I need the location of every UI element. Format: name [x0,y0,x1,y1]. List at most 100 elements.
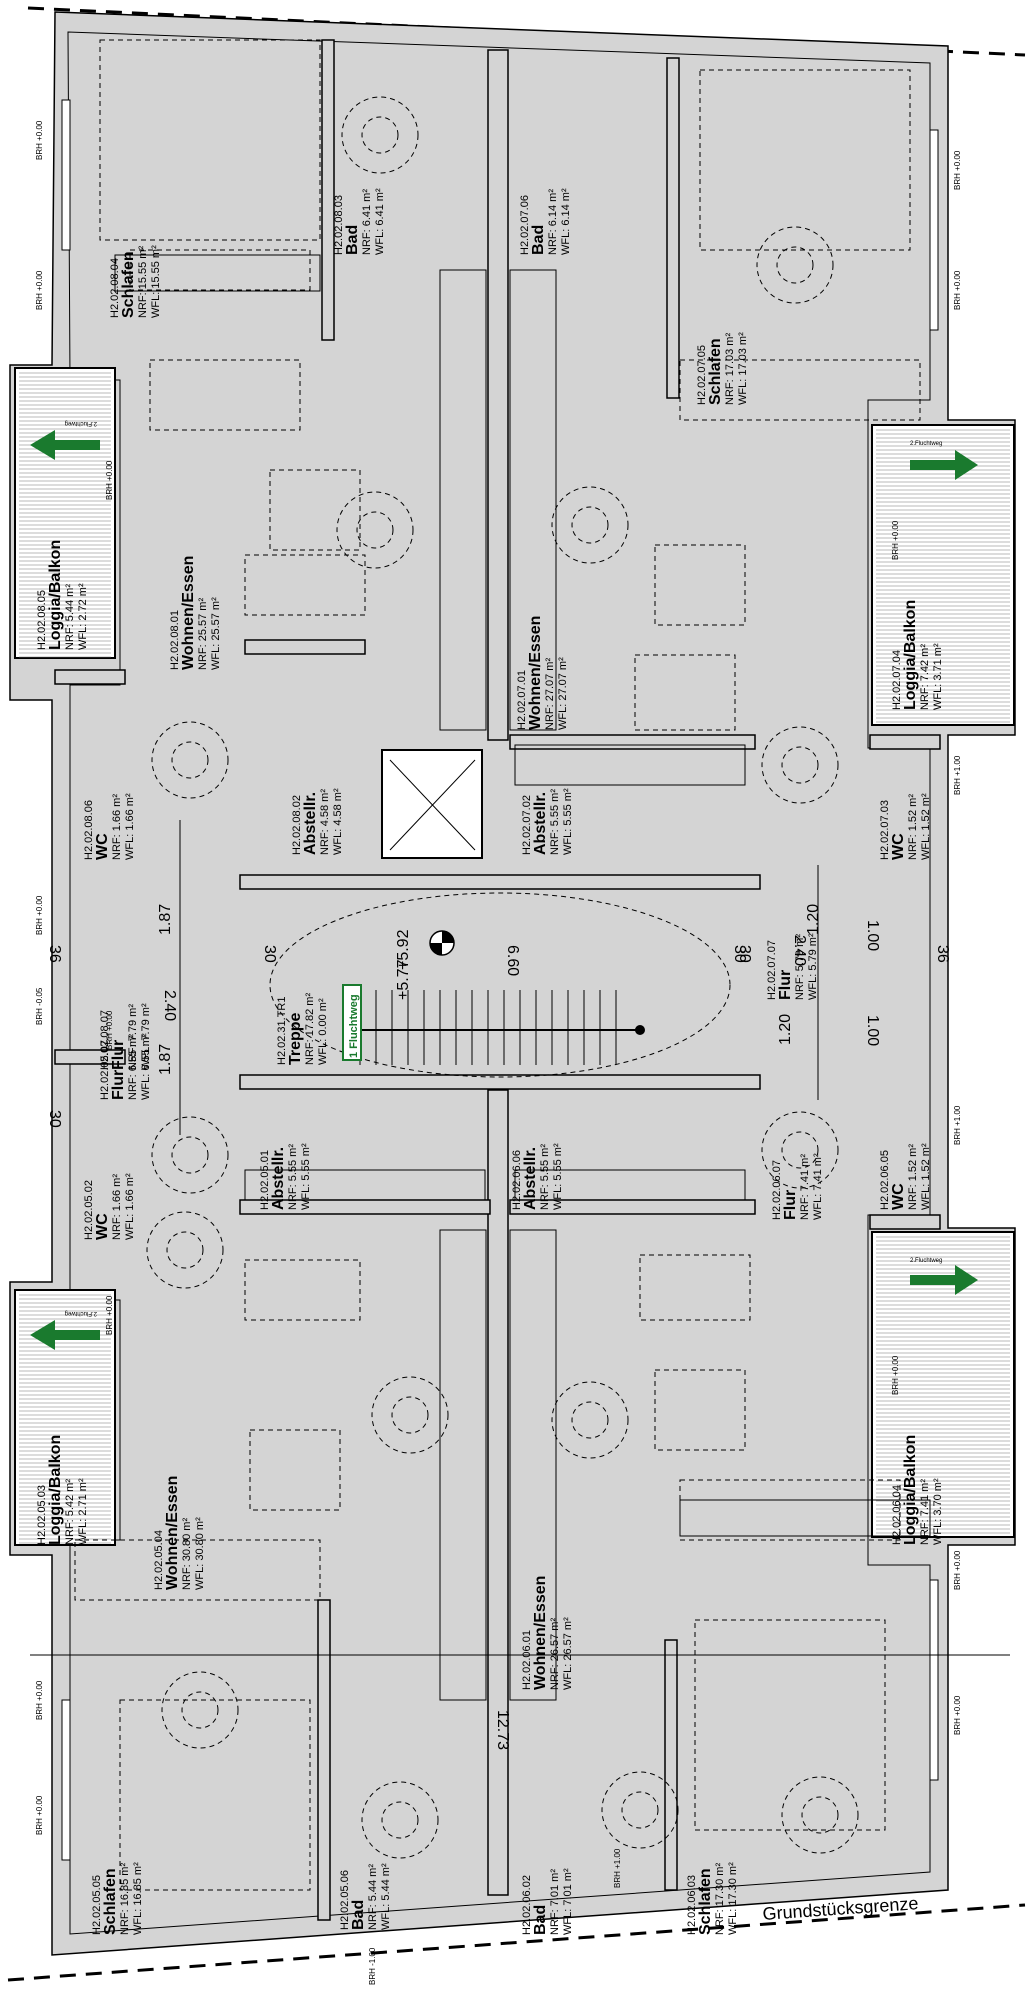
room-name: Schlafen [697,1868,714,1935]
room-id: H2.02.07.07 [766,940,778,1000]
brh-label: BRH +0.00 [35,1680,44,1720]
room-wfl: WFL: 0.00 m² [317,998,329,1065]
fixture-icon [171,741,209,779]
kitchen-counter-strips [114,254,931,1701]
wall-bath-bottom-left [317,1599,331,1921]
wall-bath-bottom-right [664,1639,678,1891]
room-name: Loggia/Balkon [902,600,919,710]
room-name: WC [94,833,111,860]
room-name: Schlafen [707,338,724,405]
turning-circle [336,491,414,569]
room-id: H2.02.07.03 [879,800,891,860]
room-id: H2.02.06.03 [686,1875,698,1935]
brh-label: BRH -0.05 [35,987,44,1025]
level-marker-fill [430,931,454,955]
turning-circle [551,486,629,564]
wall-bath-top-left [321,39,335,341]
room-nrf: NRF: 7.41 m² [919,1479,931,1545]
room-nrf: NRF: 16.85 m² [119,1863,131,1935]
room-id: H2.02.05.06 [339,1870,351,1930]
room-id: H2.02.05.03 [36,1485,48,1545]
room-name: Wohnen/Essen [532,1576,549,1690]
room-id: H2.02.06.02 [521,1875,533,1935]
room-id: H2.02.06.05 [879,1150,891,1210]
room-wfl: WFL: 1.52 m² [920,1143,932,1210]
room-name: Wohnen/Essen [527,616,544,730]
wall-wc-right-top [869,734,941,750]
room-name: Bad [350,1900,367,1930]
escape-small-4: 2.Fluchtweg [910,1258,942,1264]
room-id: H2.02.05.05 [91,1875,103,1935]
fixture-icon [381,1801,419,1839]
room-nrf: NRF: 1.66 m² [111,1174,123,1240]
property-line-bottom [7,1903,1026,1982]
brh-label: BRH +0.00 [35,895,44,935]
arrow-icon [910,1265,978,1295]
room-nrf: NRF: 7.01 m² [549,1869,561,1935]
room-wfl: WFL: 26.57 m² [562,1617,574,1690]
wall-core-top [239,874,761,890]
room-nrf: NRF: 6.41 m² [361,189,373,255]
room-id: H2.02.08.07 [99,1010,111,1070]
fixture-icon [171,1136,209,1174]
turning-circle [601,1771,679,1849]
room-wfl: WFL: 5.55 m² [552,1143,564,1210]
dimension-label: 12.73 [494,1710,511,1750]
fixture-icon [391,1396,429,1434]
turning-circle [371,1376,449,1454]
brh-label: BRH +0.00 [953,150,962,190]
escape-small-3: 2.Fluchtweg [65,1310,97,1316]
room-nrf: NRF: 1.66 m² [111,794,123,860]
dimension-label: +5.77 [395,959,412,1000]
room-wfl: WFL: 3.71 m² [932,643,944,710]
brh-label: BRH +1.00 [613,1848,622,1888]
room-nrf: NRF: 6.14 m² [547,189,559,255]
room-name: Schlafen [102,1868,119,1935]
brh-label: BRH +1.00 [953,755,962,795]
brh-label: BRH +0.00 [953,270,962,310]
room-nrf: NRF: 7.42 m² [919,644,931,710]
dimension-label: 1.00 [864,920,881,951]
turning-circle [361,1781,439,1859]
room-nrf: NRF: 17.03 m² [724,333,736,405]
room-nrf: NRF: 5.55 m² [287,1144,299,1210]
room-id: H2.02.06.06 [511,1150,523,1210]
dimension-label: 30 [736,945,753,963]
room-name: Flur [782,1190,799,1220]
turning-circles [146,96,859,1859]
room-name: Abstellr. [270,1147,287,1210]
room-nrf: NRF: 7.79 m² [127,1004,139,1070]
room-name: WC [94,1213,111,1240]
stair-core [269,892,731,1078]
room-id: H2.02.08.01 [169,610,181,670]
room-id: H2.02.31.TR1 [276,997,288,1065]
room-wfl: WFL: 7.01 m² [562,1868,574,1935]
turning-circle [761,1111,839,1189]
room-wfl: WFL: 15.55 m² [150,245,162,318]
dimension-label: 1.87 [157,1044,174,1075]
room-name: Loggia/Balkon [47,540,64,650]
dimension-label: 2.40 [161,990,178,1021]
room-id: H2.02.08.02 [291,795,303,855]
arrow-icon [910,450,978,480]
fixture-icon [571,1401,609,1439]
dimension-label: +5.92 [395,929,412,970]
dimension-label: 36 [934,945,951,963]
